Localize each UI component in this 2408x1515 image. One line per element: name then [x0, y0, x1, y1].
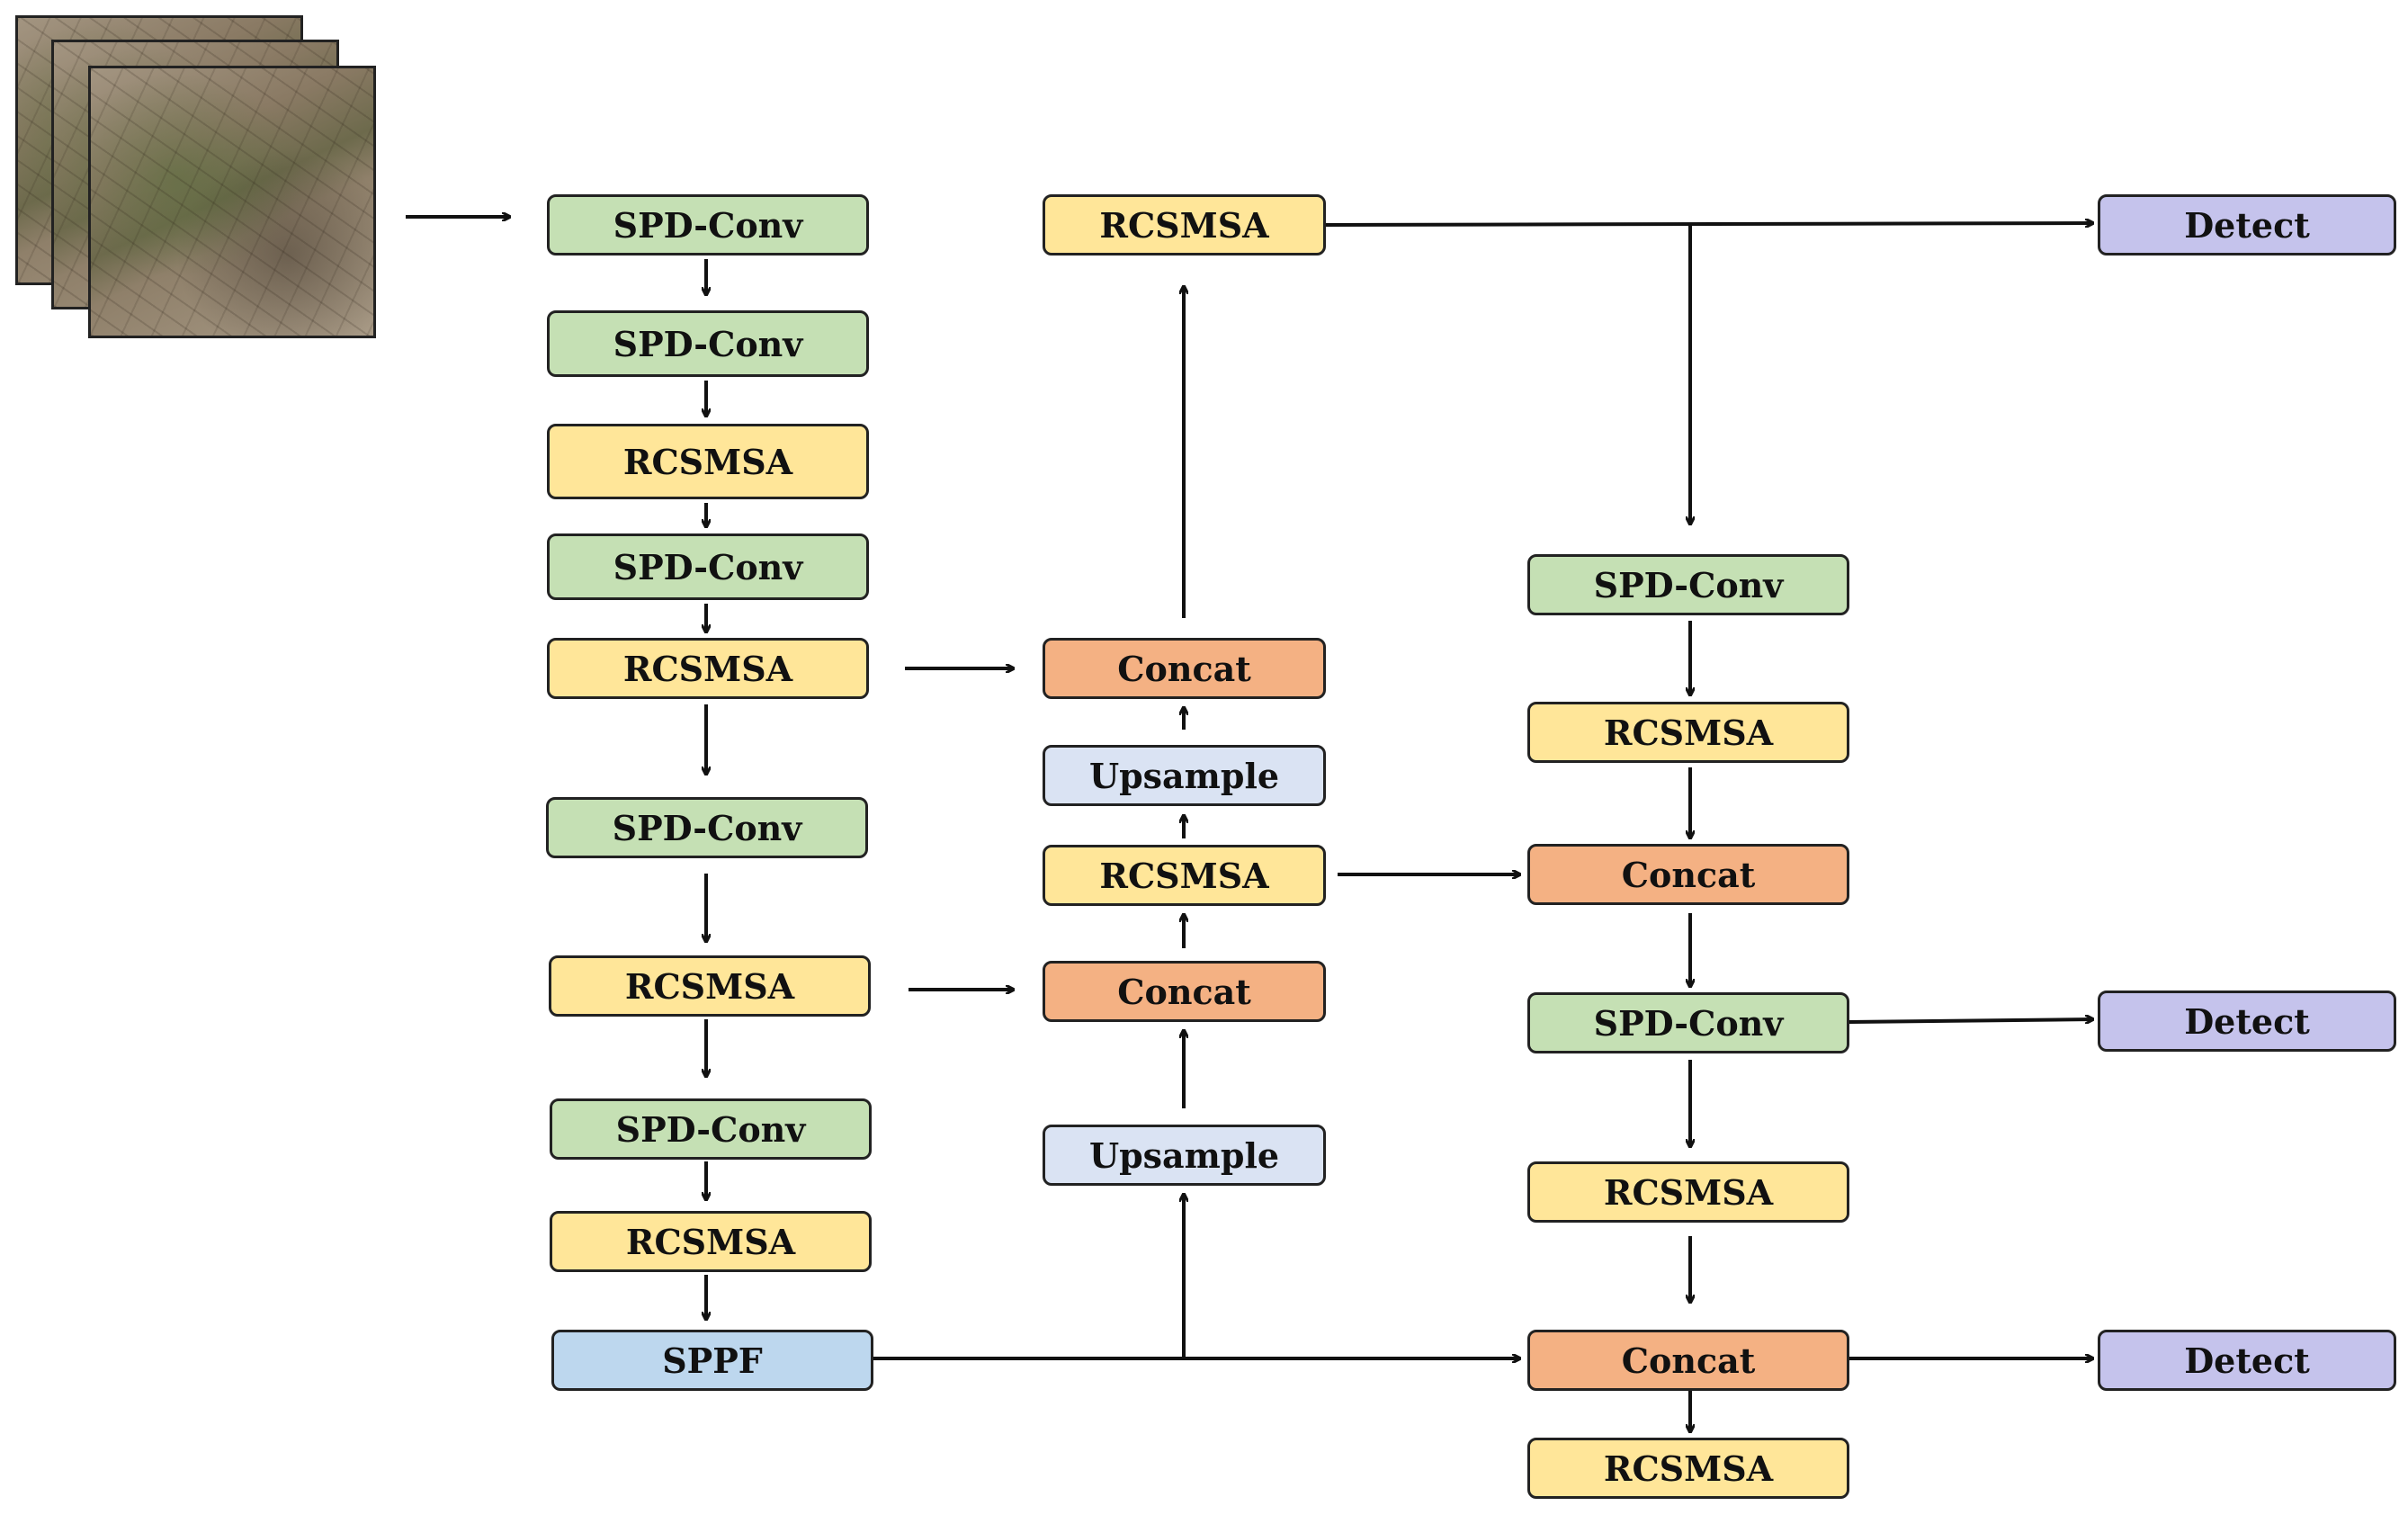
neck-concat-2: Concat: [1043, 961, 1326, 1022]
head-rcsmsa-3: RCSMSA: [1527, 1438, 1849, 1499]
head-spd-conv-1: SPD-Conv: [1527, 554, 1849, 615]
backbone-sppf: SPPF: [551, 1330, 873, 1391]
head-rcsmsa-1: RCSMSA: [1527, 702, 1849, 763]
backbone-spd-conv-5: SPD-Conv: [550, 1098, 872, 1160]
detect-head-3: Detect: [2098, 1330, 2396, 1391]
detect-head-2: Detect: [2098, 991, 2396, 1052]
neck-rcsmsa-mid: RCSMSA: [1043, 845, 1326, 906]
head-concat-1: Concat: [1527, 844, 1849, 905]
arrow-top-detect1: [1325, 223, 2093, 225]
neck-upsample-2: Upsample: [1043, 1125, 1326, 1186]
backbone-spd-conv-2: SPD-Conv: [547, 310, 869, 377]
neck-rcsmsa-top: RCSMSA: [1043, 194, 1326, 255]
backbone-spd-conv-1: SPD-Conv: [547, 194, 869, 255]
backbone-rcsmsa-2: RCSMSA: [547, 638, 869, 699]
head-spd-conv-2: SPD-Conv: [1527, 992, 1849, 1053]
backbone-spd-conv-3: SPD-Conv: [547, 533, 869, 600]
backbone-rcsmsa-4: RCSMSA: [550, 1211, 872, 1272]
head-concat-2: Concat: [1527, 1330, 1849, 1391]
head-rcsmsa-2: RCSMSA: [1527, 1161, 1849, 1223]
neck-upsample-1: Upsample: [1043, 745, 1326, 806]
input-image-front: [88, 66, 376, 338]
arrow-hspd2-detect2: [1849, 1019, 2093, 1022]
detect-head-1: Detect: [2098, 194, 2396, 255]
backbone-spd-conv-4: SPD-Conv: [546, 797, 868, 858]
neck-concat-1: Concat: [1043, 638, 1326, 699]
backbone-rcsmsa-1: RCSMSA: [547, 424, 869, 499]
backbone-rcsmsa-3: RCSMSA: [549, 955, 871, 1017]
